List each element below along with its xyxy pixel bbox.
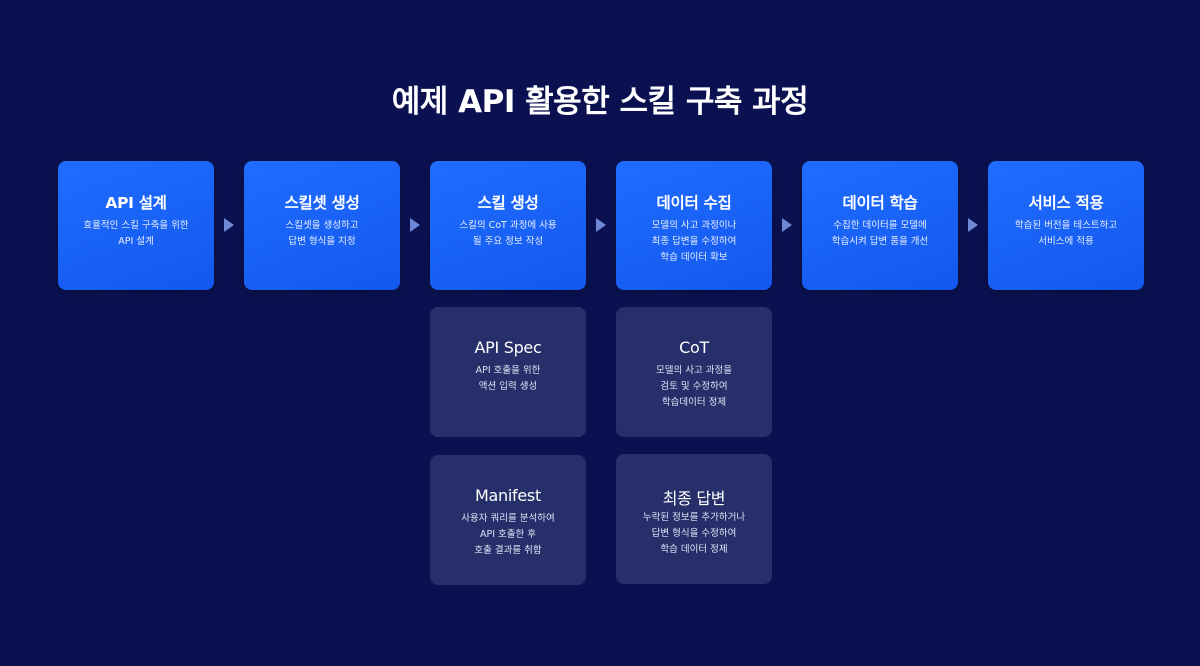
arrow-right-icon — [596, 218, 606, 232]
arrow-right-icon — [782, 218, 792, 232]
step-description: 효율적인 스킬 구축을 위한 API 설계 — [83, 220, 189, 247]
detail-description: 사용자 쿼리를 분석하여 API 호출한 후 호출 결과를 취합 — [461, 513, 555, 556]
step-data-collection: 데이터 수집 모델의 사고 과정이나 최종 답변을 수정하여 학습 데이터 확보 — [616, 161, 772, 290]
step-description: 스킬셋을 생성하고 답변 형식을 지정 — [285, 220, 359, 247]
detail-description: 모델의 사고 과정을 검토 및 수정하여 학습데이터 정제 — [656, 365, 732, 408]
step-description: 학습된 버전을 테스트하고 서비스에 적용 — [1014, 220, 1118, 247]
detail-manifest: Manifest 사용자 쿼리를 분석하여 API 호출한 후 호출 결과를 취… — [430, 455, 586, 585]
step-description: 스킬의 CoT 과정에 사용 될 주요 정보 작성 — [459, 220, 557, 247]
step-description: 수집한 데이터를 모델에 학습시켜 답변 품을 개선 — [831, 220, 929, 247]
step-skill-create: 스킬 생성 스킬의 CoT 과정에 사용 될 주요 정보 작성 — [430, 161, 586, 290]
step-title: 데이터 학습 — [842, 194, 918, 212]
arrow-right-icon — [968, 218, 978, 232]
detail-cot: CoT 모델의 사고 과정을 검토 및 수정하여 학습데이터 정제 — [616, 307, 772, 437]
detail-title: API Spec — [474, 338, 542, 357]
step-title: 스킬셋 생성 — [284, 194, 360, 212]
step-title: 데이터 수집 — [656, 194, 732, 212]
step-description: 모델의 사고 과정이나 최종 답변을 수정하여 학습 데이터 확보 — [651, 220, 737, 263]
detail-title: CoT — [679, 338, 709, 357]
detail-description: 누락된 정보를 추가하거나 답변 형식을 수정하여 학습 데이터 정제 — [642, 512, 746, 555]
step-data-training: 데이터 학습 수집한 데이터를 모델에 학습시켜 답변 품을 개선 — [802, 161, 958, 290]
step-title: API 설계 — [105, 194, 167, 212]
detail-title: Manifest — [475, 486, 541, 505]
step-title: 스킬 생성 — [477, 194, 539, 212]
detail-title: 최종 답변 — [662, 489, 726, 508]
step-title: 서비스 적용 — [1028, 194, 1104, 212]
page-title: 예제 API 활용한 스킬 구축 과정 — [391, 84, 809, 120]
detail-final-answer: 최종 답변 누락된 정보를 추가하거나 답변 형식을 수정하여 학습 데이터 정… — [616, 454, 772, 584]
detail-api-spec: API Spec API 호출을 위한 액션 입력 생성 — [430, 307, 586, 437]
arrow-right-icon — [410, 218, 420, 232]
step-skillset-create: 스킬셋 생성 스킬셋을 생성하고 답변 형식을 지정 — [244, 161, 400, 290]
detail-description: API 호출을 위한 액션 입력 생성 — [475, 365, 541, 392]
step-service-apply: 서비스 적용 학습된 버전을 테스트하고 서비스에 적용 — [988, 161, 1144, 290]
arrow-right-icon — [224, 218, 234, 232]
step-api-design: API 설계 효율적인 스킬 구축을 위한 API 설계 — [58, 161, 214, 290]
